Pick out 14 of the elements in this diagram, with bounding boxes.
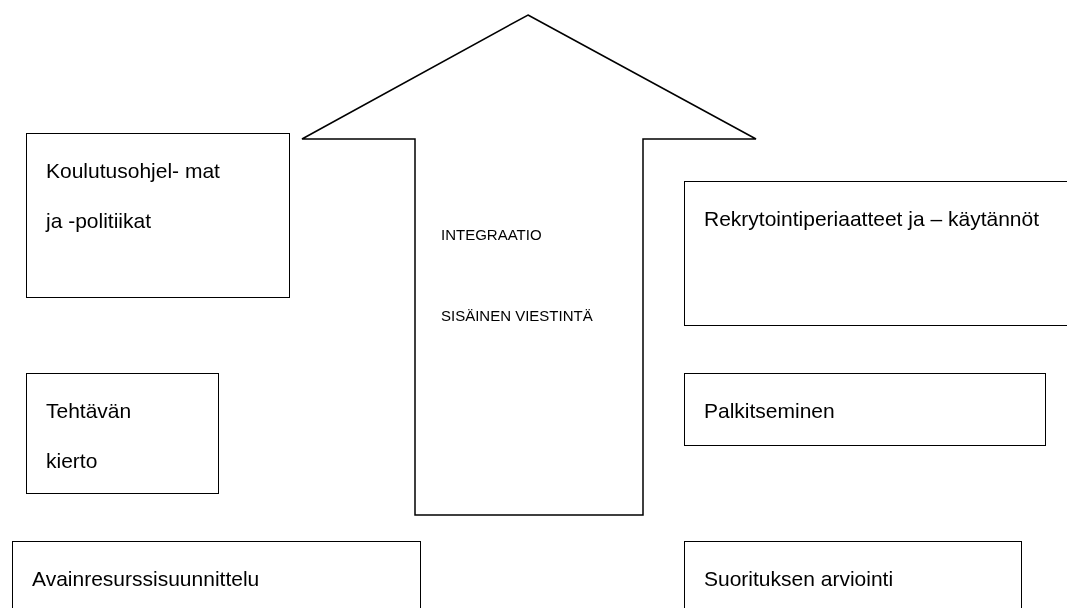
box-label: Koulutusohjel- mat ja -politiikat [46, 158, 221, 234]
arrow-label: INTEGRAATIO [441, 225, 543, 245]
text-box [684, 541, 1022, 608]
text-box [684, 373, 1046, 446]
arrow-label: SISÄINEN VIESTINTÄ [441, 306, 594, 326]
text-box [684, 181, 1067, 326]
text-box [26, 133, 290, 298]
box-label: Avainresurssisuunnittelu [32, 566, 261, 592]
box-label: Palkitseminen [704, 398, 836, 424]
text-box [12, 541, 421, 608]
box-label: Tehtävän kierto [46, 398, 133, 474]
box-label: Suorituksen arviointi [704, 566, 895, 592]
text-box [26, 373, 219, 494]
box-label: Rekrytointiperiaatteet ja – käytännöt [704, 206, 1041, 232]
